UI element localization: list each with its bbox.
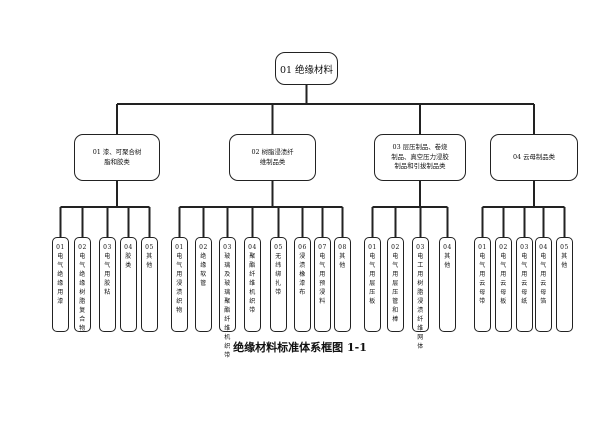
leaf-node: 05 其 他: [141, 237, 158, 332]
leaf-node: 02 电 气 绝 缘 树 脂 复 合 物: [74, 237, 91, 332]
leaf-node: 03 电 气 用 云 母 纸: [516, 237, 533, 332]
category-node: 04 云母制品类: [490, 134, 578, 181]
category-node: 03 层压制品、卷烧 制品、真空压力浸胶 制品和引拔制品类: [374, 134, 466, 181]
root-node: 01 绝缘材料: [275, 52, 338, 85]
leaf-node: 03 电 工 用 树 脂 浸 渍 纤 维 网 体: [412, 237, 429, 350]
leaf-node: 04 电 气 用 云 母 箔: [535, 237, 552, 332]
leaf-node: 04 胶 类: [120, 237, 137, 332]
leaf-node: 01 电 气 用 浸 渍 织 物: [171, 237, 188, 332]
leaf-node: 05 无 纬 绑 扎 带: [270, 237, 287, 332]
category-node: 01 漆、可聚合树 脂和胶类: [74, 134, 160, 181]
leaf-node: 04 其 他: [439, 237, 456, 332]
leaf-node: 03 电 气 用 胶 粘: [99, 237, 116, 332]
leaf-node: 03 玻 璃 及 玻 璃 聚 酯 纤 维 机 织 带: [219, 237, 236, 359]
diagram-caption: 绝缘材料标准体系框图 1-1: [233, 341, 367, 354]
leaf-node: 04 聚 酯 纤 维 机 织 带: [244, 237, 261, 332]
leaf-node: 08 其 他: [334, 237, 351, 332]
leaf-node: 01 电 气 用 云 母 带: [474, 237, 491, 332]
leaf-node: 02 电 气 用 层 压 管 和 棒: [387, 237, 404, 332]
leaf-node: 01 电 气 绝 缘 用 漆: [52, 237, 69, 332]
leaf-node: 06 浸 渍 橡 漆 布: [294, 237, 311, 332]
leaf-node: 02 绝 缘 软 管: [195, 237, 212, 332]
leaf-node: 05 其 他: [556, 237, 573, 332]
leaf-node: 07 电 气 用 预 浸 料: [314, 237, 331, 332]
leaf-node: 01 电 气 用 层 压 板: [364, 237, 381, 332]
category-node: 02 树脂浸渍纤 维制品类: [229, 134, 316, 181]
leaf-node: 02 电 气 用 云 母 板: [495, 237, 512, 332]
